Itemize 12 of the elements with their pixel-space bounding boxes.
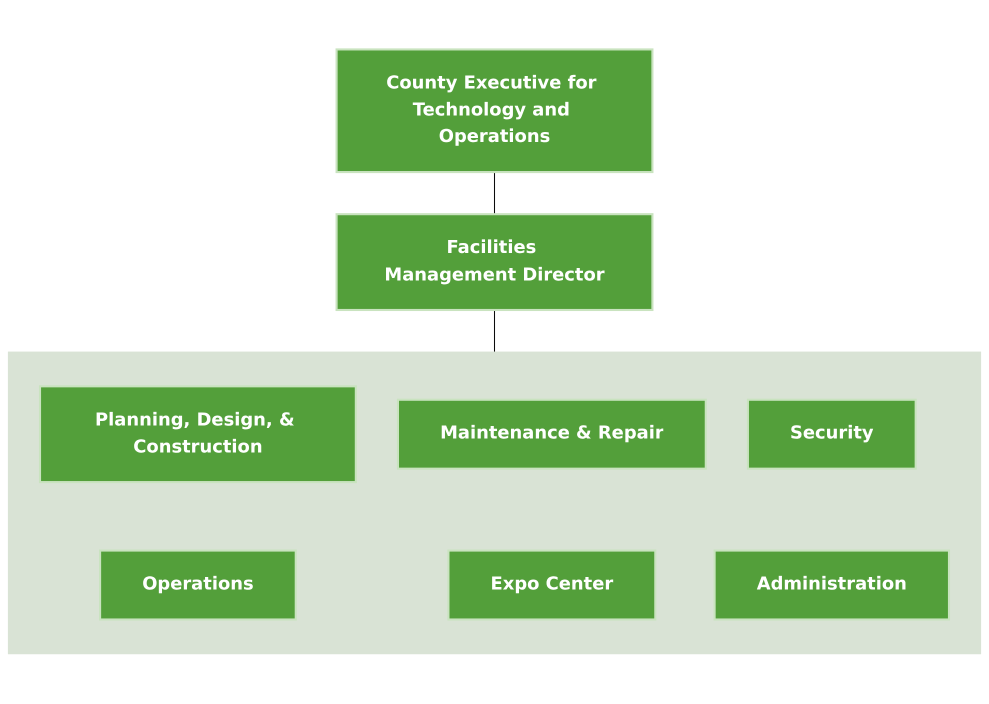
connector bbox=[494, 172, 496, 215]
node-box bbox=[336, 48, 654, 174]
connector bbox=[494, 310, 496, 353]
node-box bbox=[396, 399, 707, 470]
cluster bbox=[8, 352, 982, 655]
node-box bbox=[99, 550, 297, 621]
node-box bbox=[447, 550, 656, 621]
org-chart: Planning, Design, & Construction Operations Maintenance & Repair Expo Center Security Administration County Executive for Technology and Operations Facilities Management Director bbox=[0, 41, 989, 663]
node-box bbox=[38, 386, 357, 484]
node-box bbox=[746, 399, 917, 470]
node-box bbox=[714, 550, 950, 621]
node-box bbox=[336, 214, 654, 312]
